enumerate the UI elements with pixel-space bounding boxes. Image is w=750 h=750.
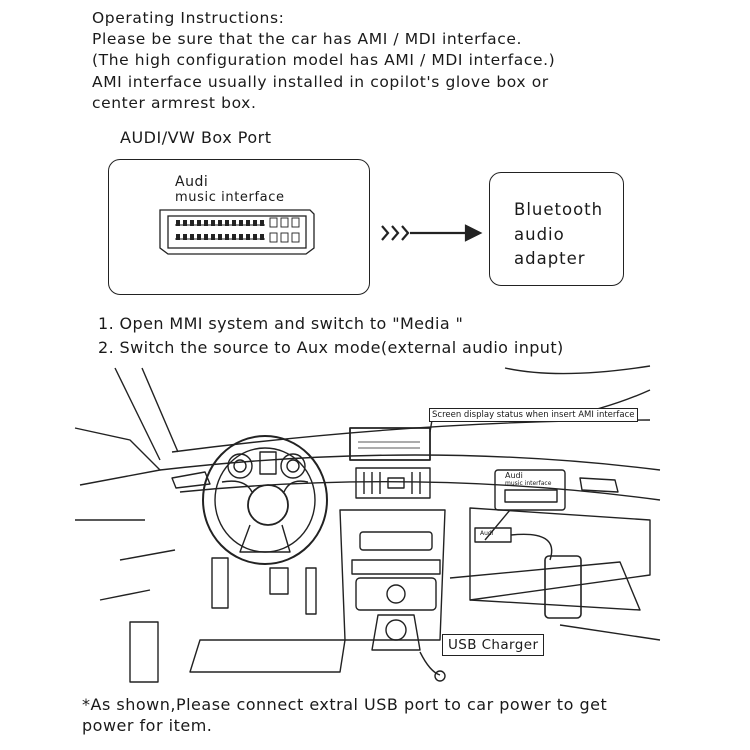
connector-pin [246,234,250,240]
connector-pin [218,234,222,240]
connector-pin [211,220,215,226]
instructions-line-2: (The high configuration model has AMI / … [92,51,556,70]
connector-pin [260,234,264,240]
arrow-icon [381,224,483,242]
connector-pin [232,234,236,240]
connector-pin [204,220,208,226]
instructions-heading: Operating Instructions: [92,9,285,27]
connector-pin [225,234,229,240]
connector-pin [190,220,194,226]
usb-power-footnote: *As shown,Please connect extral USB port… [82,694,607,736]
step-2: 2. Switch the source to Aux mode(externa… [98,338,564,357]
connector-pin [197,234,201,240]
instructions-line-4: center armrest box. [92,93,257,112]
usb-charger-callout: USB Charger [442,634,545,656]
connector-pin [190,234,194,240]
connector-pin [232,220,236,226]
box-port-frame [108,159,370,295]
connector-pin [253,234,257,240]
plug-tag: Audi [480,530,494,537]
connector-pin [211,234,215,240]
bluetooth-adapter-frame [489,172,624,286]
connector-pin [253,220,257,226]
connector-label-interface: music interface [175,190,285,205]
footnote-line-2: power for item. [82,716,213,735]
connector-pin [183,234,187,240]
instructions-line-1: Please be sure that the car has AMI / MD… [92,30,523,49]
mini-connector-brand: Audi [505,471,523,480]
connector-pin [218,220,222,226]
connector-pin [197,220,201,226]
mini-connector-interface: music interface [505,480,552,487]
bluetooth-adapter-label: Bluetooth audio adapter [514,200,604,268]
connector-pin [225,220,229,226]
instructions-line-3: AMI interface usually installed in copil… [92,72,549,91]
connector-label-brand: Audi [175,174,209,190]
connector-pin [176,220,180,226]
step-1: 1. Open MMI system and switch to "Media … [98,314,464,333]
connector-pin [239,234,243,240]
footnote-line-1: *As shown,Please connect extral USB port… [82,695,608,714]
connector-pin [183,220,187,226]
operating-instructions: Operating Instructions: Please be sure th… [92,8,555,114]
box-port-title: AUDI/VW Box Port [120,128,272,147]
connector-pin [260,220,264,226]
connector-pin [176,234,180,240]
setup-steps: 1. Open MMI system and switch to "Media … [98,312,564,360]
screen-display-callout: Screen display status when insert AMI in… [429,408,638,422]
connector-pin [246,220,250,226]
connector-pins [176,220,264,240]
connector-pin [204,234,208,240]
connector-pin [239,220,243,226]
